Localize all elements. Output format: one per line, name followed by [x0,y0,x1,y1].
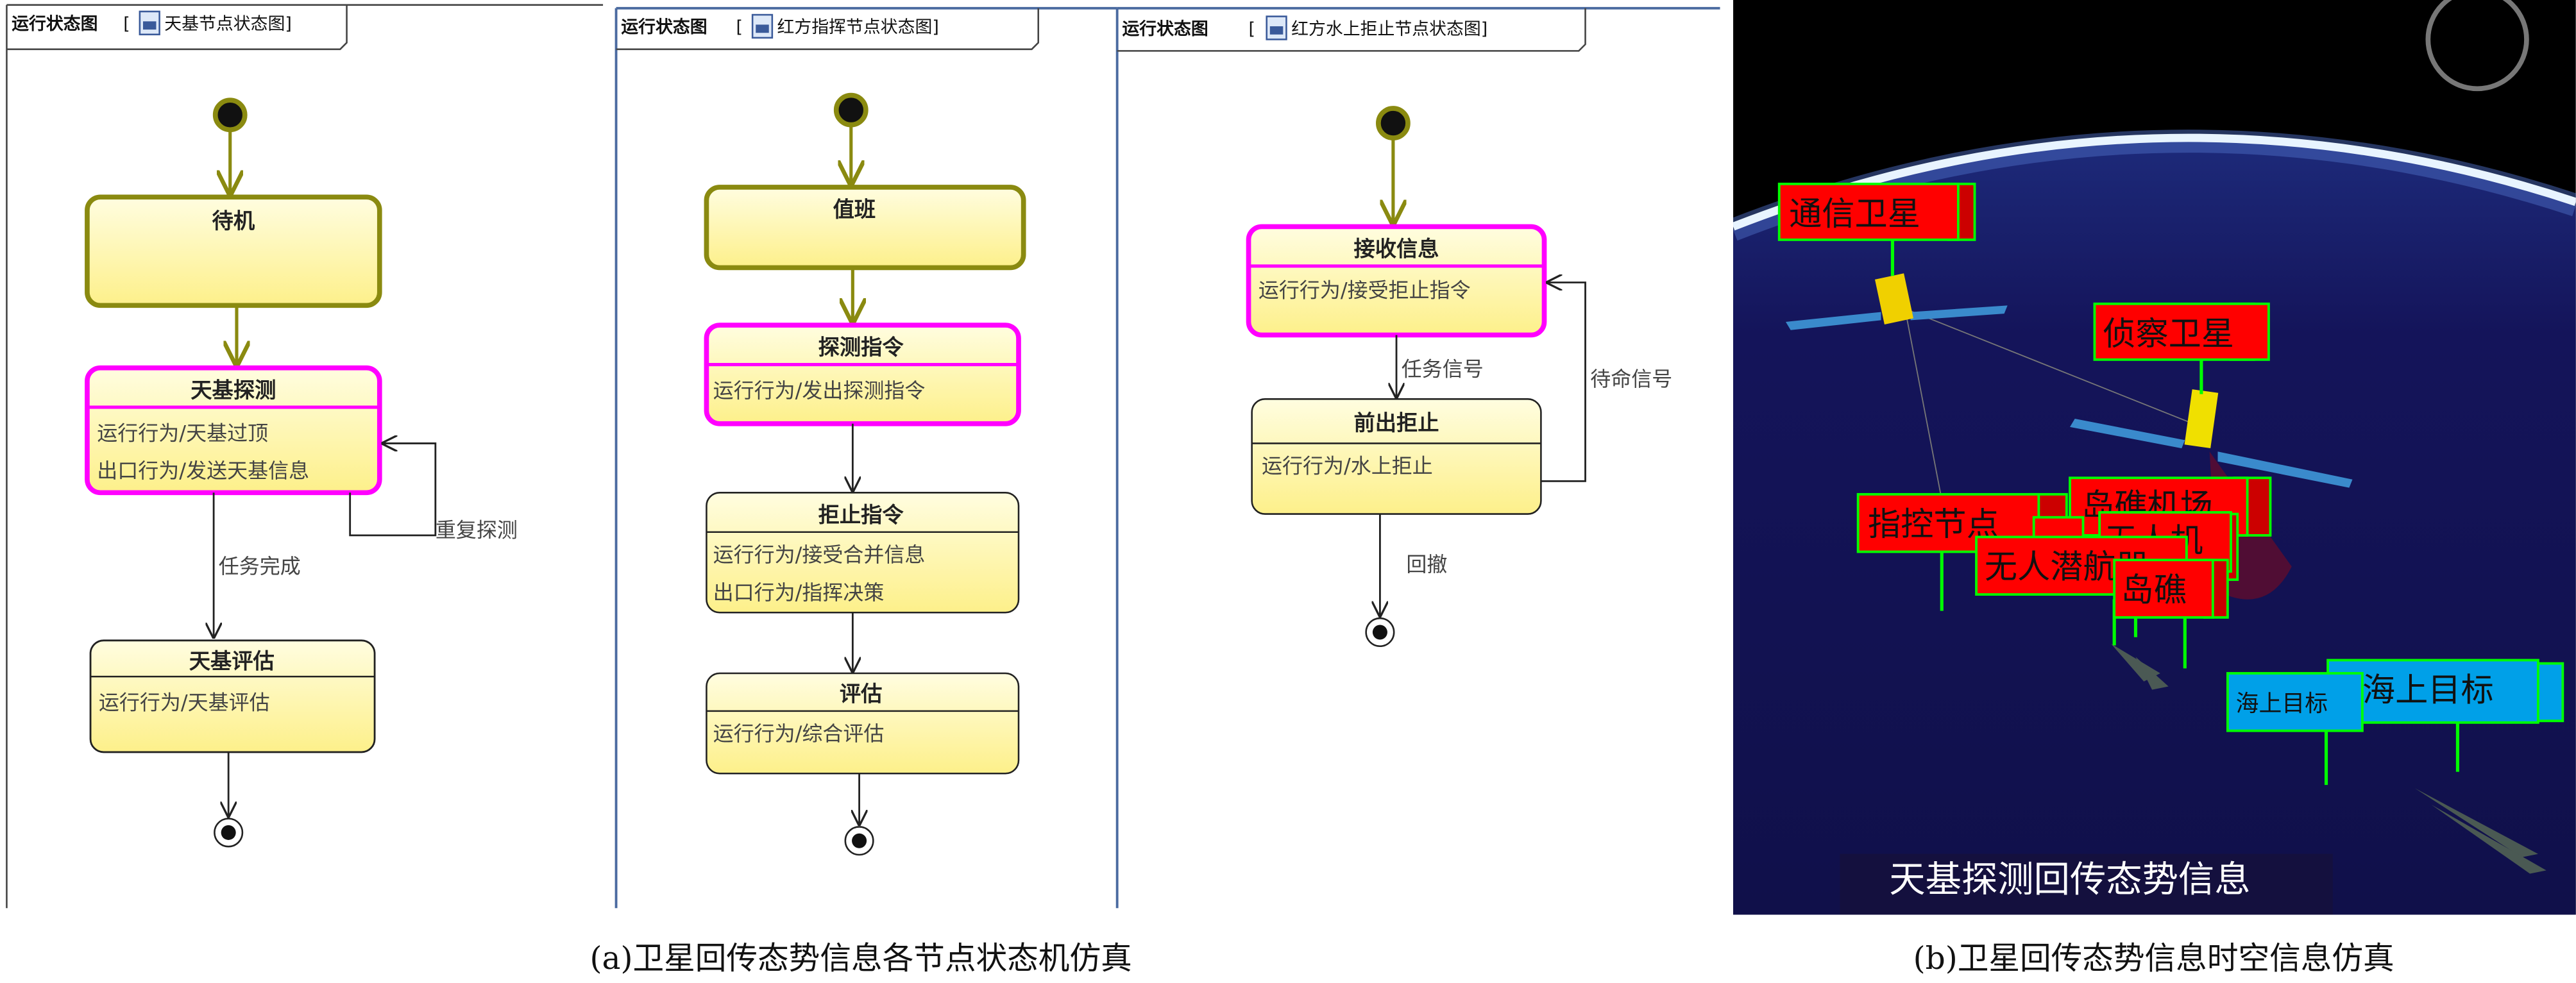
state-diagram-red-sea-deny: 运行状态图 [ 红方水上拒止节点状态图] 接收信息 运行行为/接受拒止指令 任务… [1115,6,1720,909]
transition-standby[interactable] [1541,282,1586,482]
label-sea-target-small[interactable]: 海上目标 [2226,672,2364,732]
state-row: 运行行为/水上拒止 [1262,454,1433,478]
diagram-name[interactable]: 天基节点状态图] [164,14,292,34]
caption-b: (b)卫星回传态势信息时空信息仿真 [1913,941,2394,977]
final-node[interactable] [1365,617,1395,648]
state-name: 评估 [840,682,883,707]
state-row: 运行行为/接受拒止指令 [1258,278,1471,303]
state-on-duty[interactable]: 值班 [704,185,1026,271]
state-detect-command[interactable]: 探测指令 运行行为/发出探测指令 [704,323,1021,426]
label-text: 通信卫星 [1789,195,1920,233]
frame-label: 运行状态图 [1122,19,1208,39]
label-text: 岛礁 [2121,571,2186,609]
state-forward-deny[interactable]: 前出拒止 运行行为/水上拒止 [1251,398,1542,515]
final-node[interactable] [844,826,874,856]
diagram-name[interactable]: 红方水上拒止节点状态图] [1291,19,1487,39]
state-row: 运行行为/天基过顶 [97,421,268,445]
state-diagram-red-command: 运行状态图 [ 红方指挥节点状态图] 值班 探测指令 运行行为/发出探测指令 拒… [614,6,1117,909]
state-diagram-tianji: 运行状态图 [ 天基节点状态图] 待机 天基探测 运行行为/天基过顶 出口行为/… [6,4,604,909]
diagram-icon [1266,15,1287,40]
initial-node[interactable] [833,92,869,128]
overlay-caption: 天基探测回传态势信息 [1889,859,2250,901]
frame-label: 运行状态图 [12,13,97,34]
state-row: 出口行为/指挥决策 [713,580,885,605]
state-name: 待机 [212,208,255,233]
comm-satellite-icon[interactable] [1785,239,2008,330]
state-name: 前出拒止 [1353,410,1439,435]
bracket: [ [123,14,130,34]
state-row: 运行行为/发出探测指令 [713,378,926,403]
initial-node[interactable] [212,97,248,133]
sun-ring-icon [2425,0,2529,92]
state-name: 探测指令 [818,335,904,360]
transition-label: 回撤 [1406,552,1447,576]
state-tianji-detect[interactable]: 天基探测 运行行为/天基过顶 出口行为/发送天基信息 [85,365,382,496]
ship-icons [2111,643,2546,874]
state-row: 运行行为/天基评估 [99,690,270,714]
state-name: 天基探测 [191,378,276,403]
transition-label: 任务完成 [219,554,301,578]
diagram-name[interactable]: 红方指挥节点状态图] [777,17,939,37]
label-island-reef[interactable]: 岛礁 [2113,559,2229,619]
spatiotemporal-simulation-view[interactable]: 通信卫星 侦察卫星 岛礁机场 指控节点 [1733,0,2576,915]
initial-node[interactable] [1376,106,1411,140]
state-standby[interactable]: 待机 [85,194,382,308]
label-text: 海上目标 [2362,671,2494,710]
label-text: 侦察卫星 [2103,315,2234,353]
final-node[interactable] [214,818,244,848]
bracket: [ [736,17,743,37]
state-receive-info[interactable]: 接收信息 运行行为/接受拒止指令 [1246,224,1547,338]
state-name: 天基评估 [189,648,275,673]
diagram-icon [751,13,774,39]
transition-label: 任务信号 [1402,357,1484,381]
state-row: 出口行为/发送天基信息 [97,458,309,483]
self-transition[interactable] [349,443,437,537]
state-row: 运行行为/接受合并信息 [713,542,926,567]
caption-a: (a)卫星回传态势信息各节点状态机仿真 [590,941,1132,977]
diagram-icon [139,10,160,36]
state-tianji-evaluate[interactable]: 天基评估 运行行为/天基评估 [89,639,376,753]
state-evaluate[interactable]: 评估 运行行为/综合评估 [706,672,1020,775]
frame-label: 运行状态图 [621,17,707,37]
label-island-airport[interactable]: 岛礁机场 [2069,476,2272,537]
label-recon-satellite[interactable]: 侦察卫星 [2093,302,2270,361]
state-name: 接收信息 [1353,237,1439,262]
state-name: 拒止指令 [818,502,904,527]
state-name: 值班 [833,197,876,222]
label-comm-satellite[interactable]: 通信卫星 [1777,182,1976,241]
transition-label: 重复探测 [436,517,518,542]
label-text: 海上目标 [2236,691,2328,717]
bracket: [ [1249,19,1255,39]
transition-label: 待命信号 [1590,367,1672,391]
state-row: 运行行为/综合评估 [713,721,885,746]
state-deny-command[interactable]: 拒止指令 运行行为/接受合并信息 出口行为/指挥决策 [706,492,1020,614]
